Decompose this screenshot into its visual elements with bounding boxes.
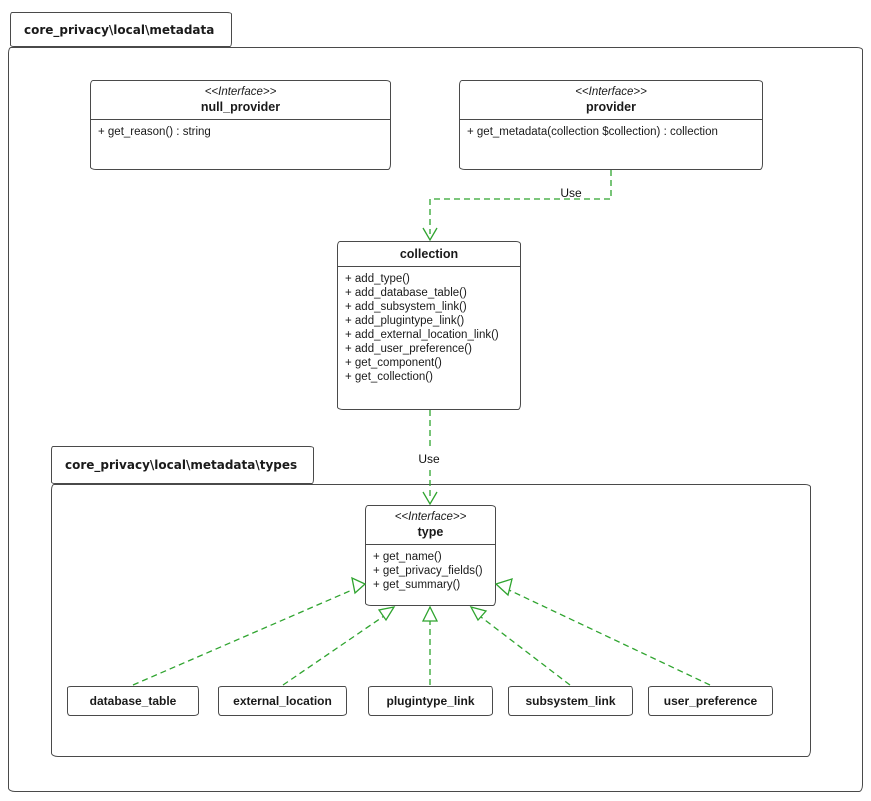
- class-database-table: database_table: [67, 686, 199, 716]
- class-members: + get_name() + get_privacy_fields() + ge…: [366, 545, 495, 597]
- class-external-location: external_location: [218, 686, 347, 716]
- class-name: user_preference: [663, 694, 758, 708]
- stereotype-label: <<Interface>>: [204, 86, 277, 98]
- method-label: + get_privacy_fields(): [373, 565, 483, 577]
- method-label: + add_database_table(): [345, 287, 467, 299]
- stereotype-label: <<Interface>>: [575, 86, 647, 98]
- class-name: database_table: [89, 694, 177, 708]
- package-frame-metadata: [8, 47, 863, 792]
- class-members: + add_type() + add_database_table() + ad…: [338, 267, 520, 389]
- method-label: + get_metadata(collection $collection) :…: [467, 126, 718, 138]
- package-frame-metadata-types: [51, 484, 811, 757]
- class-provider: <<Interface>> provider + get_metadata(co…: [459, 80, 763, 170]
- class-null-provider: <<Interface>> null_provider + get_reason…: [90, 80, 391, 170]
- method-label: + get_reason() : string: [98, 126, 211, 138]
- method-label: + add_subsystem_link(): [345, 301, 467, 313]
- package-name: core_privacy\local\metadata\types: [65, 458, 298, 472]
- class-header: <<Interface>> null_provider: [91, 81, 390, 120]
- class-name: collection: [399, 247, 459, 261]
- package-name: core_privacy\local\metadata: [24, 22, 215, 37]
- class-name: null_provider: [200, 100, 281, 114]
- class-members: + get_metadata(collection $collection) :…: [460, 120, 762, 144]
- class-header: collection: [338, 242, 520, 267]
- class-header: <<Interface>> type: [366, 506, 495, 545]
- class-name: subsystem_link: [525, 694, 616, 708]
- method-label: + add_user_preference(): [345, 343, 472, 355]
- class-header: <<Interface>> provider: [460, 81, 762, 120]
- method-label: + get_summary(): [373, 579, 461, 591]
- method-label: + add_plugintype_link(): [345, 315, 465, 327]
- class-collection: collection + add_type() + add_database_t…: [337, 241, 521, 410]
- class-user-preference: user_preference: [648, 686, 773, 716]
- class-name: external_location: [233, 694, 332, 708]
- class-name: type: [417, 525, 444, 539]
- method-label: + get_component(): [345, 357, 442, 369]
- method-label: + add_external_location_link(): [345, 329, 499, 341]
- class-members: + get_reason() : string: [91, 120, 390, 144]
- stereotype-label: <<Interface>>: [394, 511, 467, 523]
- method-label: + get_name(): [373, 551, 442, 563]
- class-name: plugintype_link: [386, 694, 475, 708]
- interface-type: <<Interface>> type + get_name() + get_pr…: [365, 505, 496, 606]
- class-name: provider: [585, 100, 636, 114]
- class-subsystem-link: subsystem_link: [508, 686, 633, 716]
- method-label: + add_type(): [345, 273, 410, 285]
- class-plugintype-link: plugintype_link: [368, 686, 493, 716]
- method-label: + get_collection(): [345, 371, 433, 383]
- package-tab-metadata-types: core_privacy\local\metadata\types: [51, 446, 314, 484]
- package-tab-metadata: core_privacy\local\metadata: [10, 12, 232, 47]
